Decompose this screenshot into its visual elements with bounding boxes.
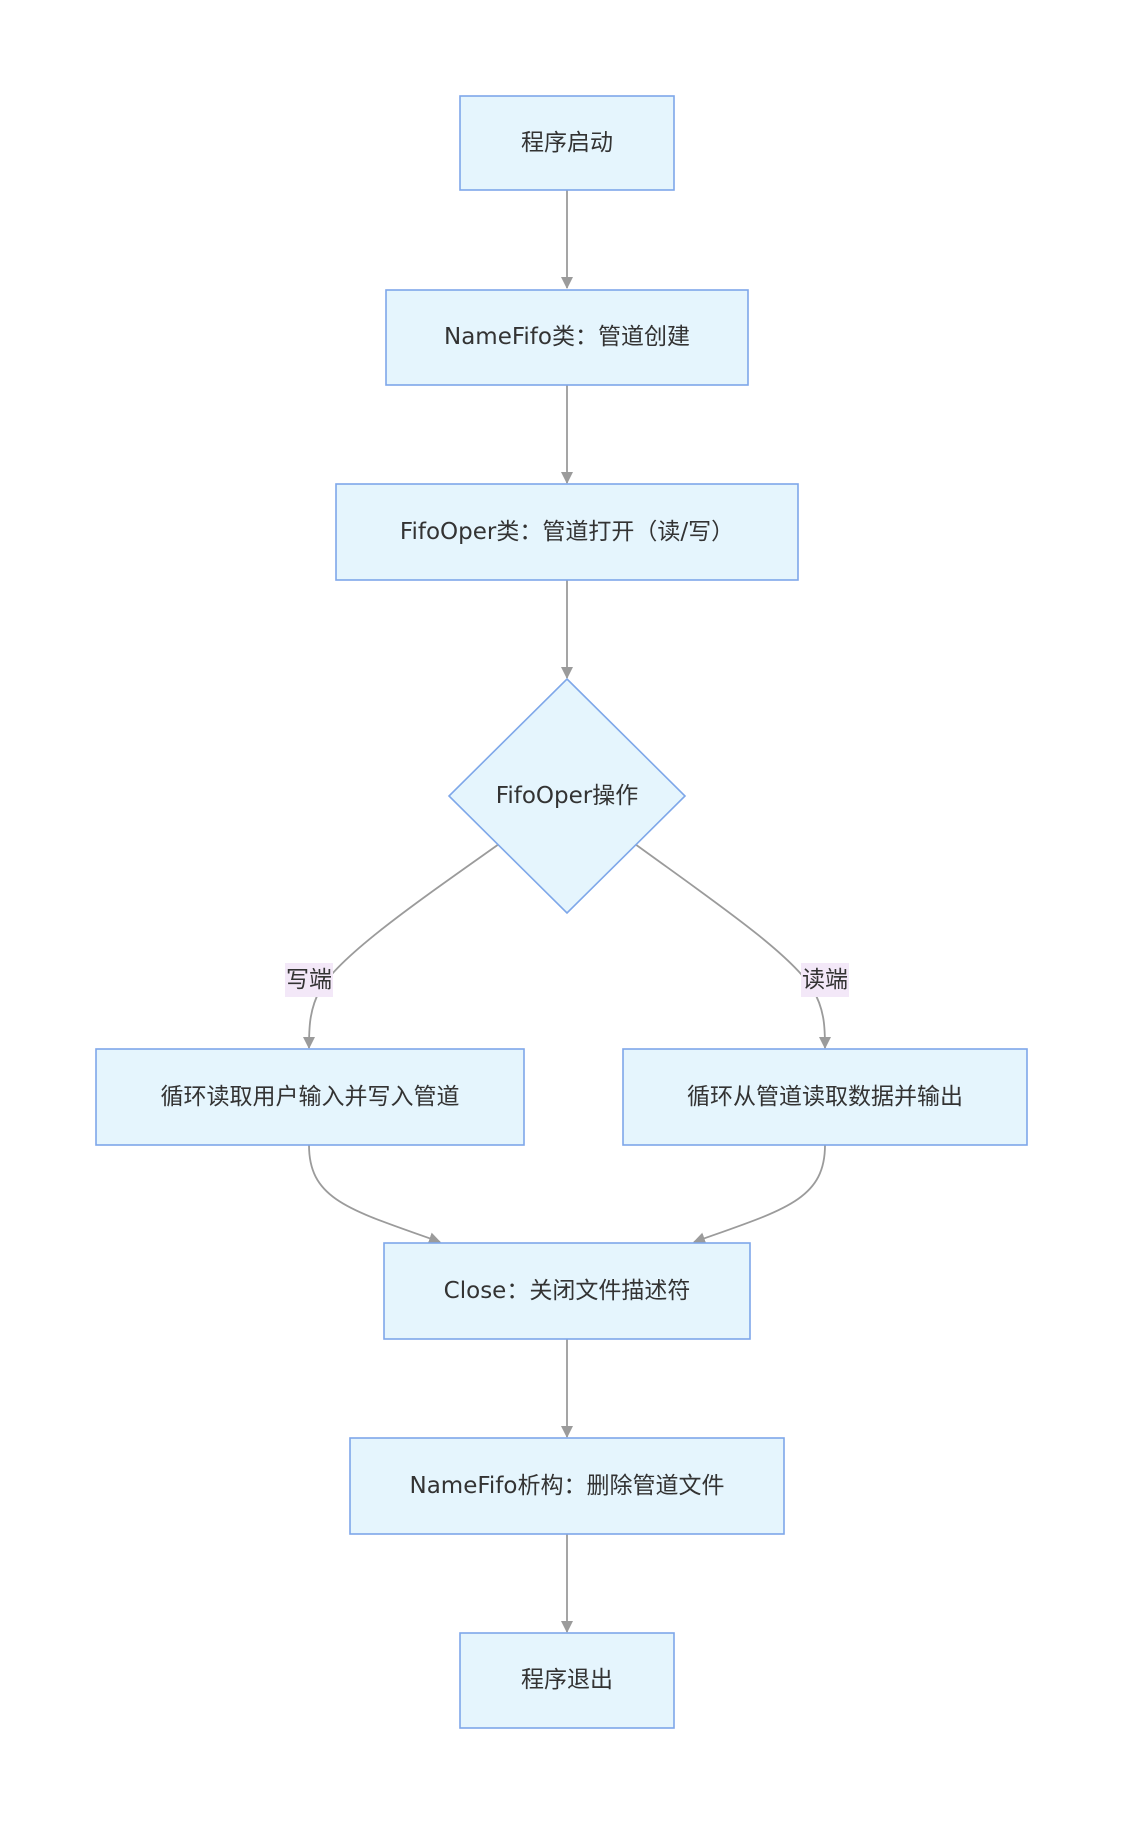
node-create-label: NameFifo类：管道创建: [444, 324, 690, 350]
node-read-box: [622, 1048, 1028, 1146]
node-start-label: 程序启动: [521, 130, 613, 156]
edge-label-write-text: 写端: [286, 967, 332, 993]
edge-label-read-bg: [801, 963, 849, 997]
edge-label-read-text: 读端: [802, 967, 848, 993]
edge-read-to-close: [693, 1144, 826, 1244]
edge-label-write: 写端: [285, 963, 333, 997]
node-exit-box: [459, 1632, 675, 1729]
node-create-box: [385, 289, 749, 386]
node-read: 循环从管道读取数据并输出: [622, 1048, 1028, 1146]
node-read-label: 循环从管道读取数据并输出: [687, 1084, 963, 1110]
node-decision: FifoOper操作: [447, 677, 687, 915]
node-start-box: [459, 95, 675, 191]
node-destroy-label: NameFifo析构：删除管道文件: [410, 1473, 725, 1499]
node-decision-label: FifoOper操作: [496, 783, 638, 809]
node-destroy: NameFifo析构：删除管道文件: [349, 1437, 785, 1535]
node-exit-label: 程序退出: [521, 1667, 613, 1693]
node-write-box: [95, 1048, 525, 1146]
edge-write-to-close: [308, 1144, 441, 1244]
node-destroy-box: [349, 1437, 785, 1535]
node-close: Close：关闭文件描述符: [383, 1242, 751, 1340]
node-create: NameFifo类：管道创建: [385, 289, 749, 386]
node-close-label: Close：关闭文件描述符: [444, 1278, 691, 1304]
node-write-label: 循环读取用户输入并写入管道: [161, 1084, 460, 1110]
edge-decision-to-read: [634, 843, 831, 1049]
edge-decision-to-write: [303, 843, 500, 1049]
node-exit: 程序退出: [459, 1632, 675, 1729]
node-open-box: [335, 483, 799, 581]
edges: [303, 190, 831, 1633]
node-start: 程序启动: [459, 95, 675, 191]
node-close-box: [383, 1242, 751, 1340]
node-write: 循环读取用户输入并写入管道: [95, 1048, 525, 1146]
node-open: FifoOper类：管道打开（读/写）: [335, 483, 799, 581]
node-decision-diamond: [447, 677, 687, 915]
edge-label-write-bg: [285, 963, 333, 997]
node-open-label: FifoOper类：管道打开（读/写）: [400, 519, 734, 545]
edge-label-read: 读端: [801, 963, 849, 997]
